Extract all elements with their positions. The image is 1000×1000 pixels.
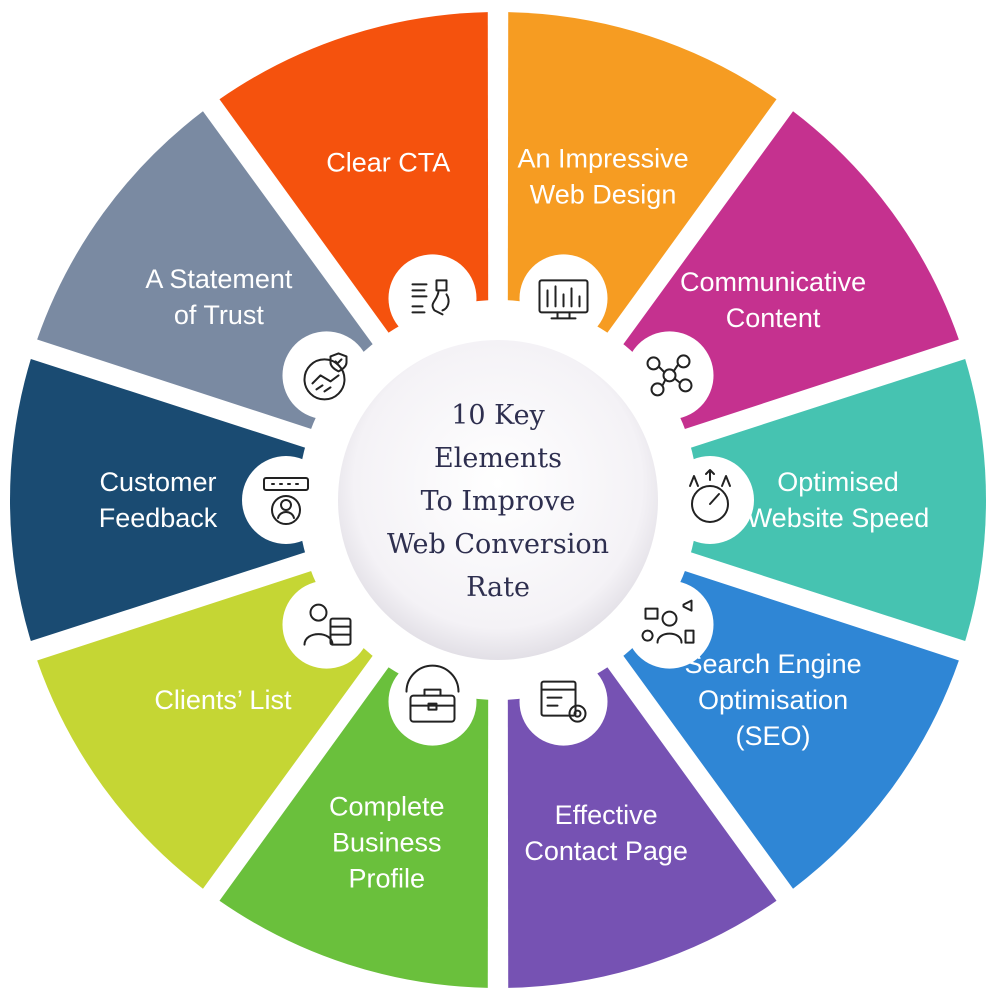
segment-optimised-website-speed: [652, 358, 986, 642]
segment-label-line: Profile: [348, 863, 425, 893]
segment-label-line: Content: [726, 303, 821, 333]
segment-label-line: Complete: [329, 791, 445, 821]
segment-label-line: Optimised: [777, 467, 899, 497]
center-title-line: Web Conversion: [387, 529, 609, 560]
icons-layer: [263, 279, 731, 723]
center-title-line: Elements: [434, 443, 562, 474]
segment-label-statement-of-trust: A Statement of Trust: [145, 264, 293, 330]
icon-bubble: [519, 657, 608, 746]
icon-bubble: [388, 657, 477, 746]
segment-customer-feedback: [9, 358, 344, 642]
design-monitor-icon: [538, 279, 589, 320]
segment-label-line: (SEO): [736, 721, 811, 751]
icon-bubble: [282, 580, 371, 669]
trust-handshake-icon: [303, 352, 348, 401]
center-hub: [242, 254, 754, 746]
center-title-line: Rate: [466, 572, 530, 603]
segment-label-line: Customer: [99, 467, 216, 497]
marketing-person-icon: [641, 599, 695, 644]
segment-label-line: Web Design: [530, 180, 677, 210]
segment-label-clear-cta: Clear CTA: [326, 147, 450, 177]
handshake-contract-icon: [411, 279, 450, 316]
briefcase-gear-icon: [405, 664, 460, 723]
segment-label-line: Search Engine: [685, 649, 862, 679]
icon-bubble: [282, 331, 371, 420]
segment-label-line: Communicative: [680, 267, 866, 297]
speedometer-icon: [689, 469, 731, 523]
segment-label-line: of Trust: [174, 300, 265, 330]
segment-label-line: Feedback: [99, 503, 218, 533]
segment-label-clients-list: Clients’ List: [154, 685, 292, 715]
segment-label-line: Website Speed: [747, 503, 930, 533]
segment-label-line: Business: [332, 827, 442, 857]
rating-user-icon: [263, 477, 309, 525]
webpage-gear-icon: [540, 680, 587, 723]
center-title-line: 10 Key: [451, 400, 545, 431]
segment-label-line: Clients’ List: [154, 685, 292, 715]
center-title-line: To Improve: [421, 486, 576, 517]
segment-label-line: Clear CTA: [326, 147, 450, 177]
network-people-icon: [646, 354, 693, 397]
segment-label-line: Effective: [555, 800, 658, 830]
segment-label-line: Contact Page: [524, 836, 688, 866]
icon-bubble: [388, 254, 477, 343]
icon-bubble: [666, 456, 754, 544]
icon-bubble: [625, 331, 714, 420]
segment-label-line: Optimisation: [698, 685, 848, 715]
hub-inner-disc: [338, 340, 658, 660]
segment-label-line: A Statement: [145, 264, 293, 294]
segment-label-line: An Impressive: [518, 144, 689, 174]
client-server-icon: [303, 603, 352, 646]
